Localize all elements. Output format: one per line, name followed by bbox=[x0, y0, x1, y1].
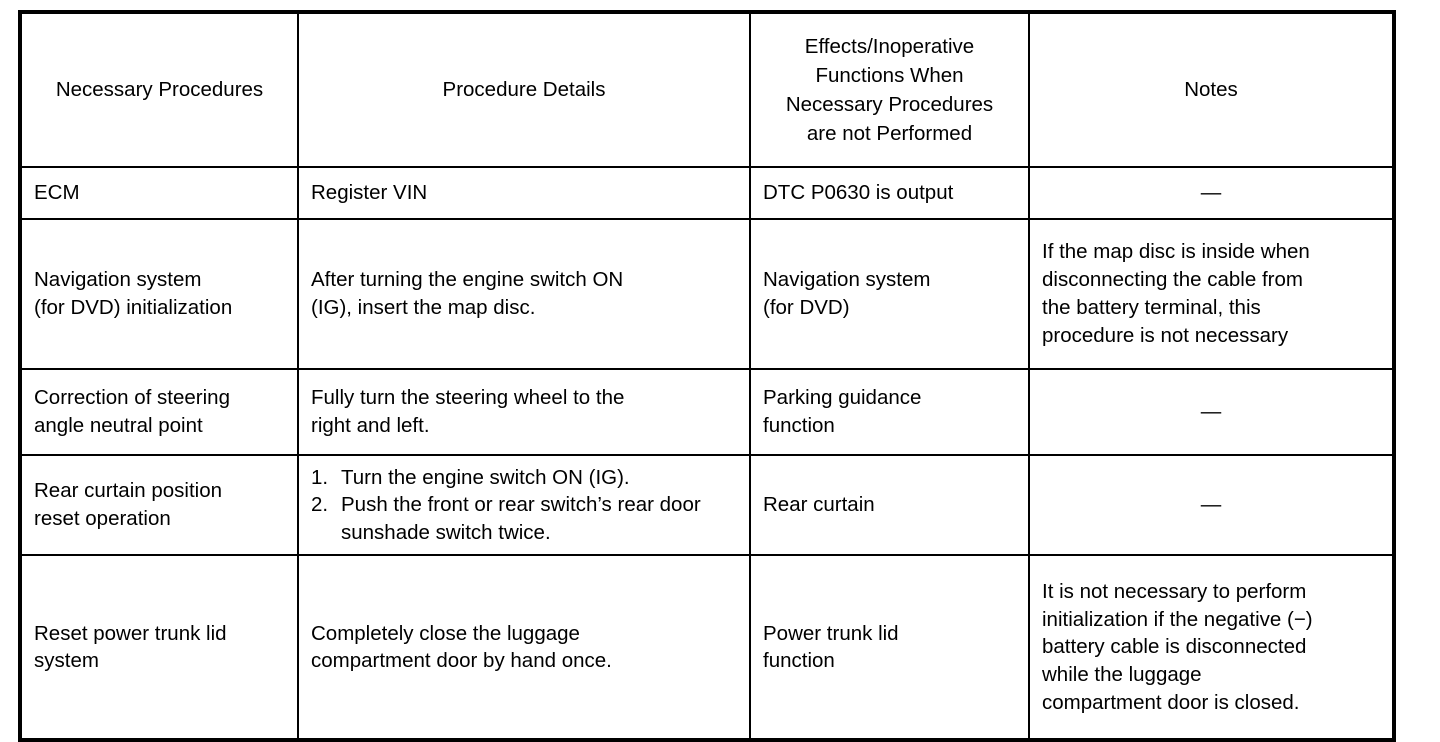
cell-notes-rear-curtain: — bbox=[1028, 453, 1395, 557]
cell-details-ecm: Register VIN bbox=[297, 166, 751, 220]
necessary-procedures-table: Necessary Procedures Procedure Details E… bbox=[18, 10, 1396, 742]
table-row: Reset power trunk lid system Completely … bbox=[19, 554, 1395, 742]
cell-details-navigation: After turning the engine switch ON (IG),… bbox=[297, 218, 751, 370]
cell-notes-steering-angle: — bbox=[1028, 368, 1395, 456]
column-header-necessary-procedures: Necessary Procedures bbox=[19, 11, 299, 168]
document-page: Necessary Procedures Procedure Details E… bbox=[18, 10, 1396, 742]
procedure-trunk-line-1: Reset power trunk lid bbox=[34, 621, 227, 645]
procedure-rear-curtain-line-1: Rear curtain position bbox=[34, 479, 223, 503]
notes-trunk-line-3: battery cable is disconnected bbox=[1042, 635, 1307, 659]
details-navigation-line-2: (IG), insert the map disc. bbox=[311, 296, 536, 319]
notes-trunk-line-1: It is not necessary to perform bbox=[1042, 579, 1307, 603]
list-item: 1. Turn the engine switch ON (IG). bbox=[311, 464, 737, 491]
table-row: Navigation system (for DVD) initializati… bbox=[19, 218, 1395, 370]
cell-details-rear-curtain: 1. Turn the engine switch ON (IG). 2. Pu… bbox=[297, 453, 751, 557]
column-header-effects-line-2: Functions When bbox=[815, 63, 964, 87]
cell-effects-navigation: Navigation system (for DVD) bbox=[749, 218, 1030, 370]
cell-notes-ecm: — bbox=[1028, 166, 1395, 220]
table-row: Rear curtain position reset operation 1.… bbox=[19, 453, 1395, 557]
step-number-1: 1. bbox=[311, 466, 329, 489]
procedure-navigation-line-1: Navigation system bbox=[34, 268, 202, 292]
notes-navigation-line-1: If the map disc is inside when bbox=[1042, 240, 1310, 264]
notes-trunk-line-4: while the luggage bbox=[1042, 663, 1202, 687]
step-1-text-line-1: Turn the engine switch ON (IG). bbox=[341, 466, 630, 489]
cell-effects-ecm: DTC P0630 is output bbox=[749, 166, 1030, 220]
cell-details-power-trunk-lid: Completely close the luggage compartment… bbox=[297, 554, 751, 742]
details-trunk-line-2: compartment door by hand once. bbox=[311, 649, 612, 673]
procedure-rear-curtain-line-2: reset operation bbox=[34, 507, 171, 531]
cell-procedure-rear-curtain: Rear curtain position reset operation bbox=[19, 453, 299, 557]
column-header-effects-inoperative-functions: Effects/Inoperative Functions When Neces… bbox=[749, 11, 1030, 168]
column-header-procedure-details: Procedure Details bbox=[297, 11, 751, 168]
details-trunk-line-1: Completely close the luggage bbox=[311, 621, 580, 645]
details-steering-line-2: right and left. bbox=[311, 414, 430, 437]
table-header: Necessary Procedures Procedure Details E… bbox=[19, 11, 1395, 168]
cell-procedure-ecm: ECM bbox=[19, 166, 299, 220]
notes-navigation-line-4: procedure is not necessary bbox=[1042, 323, 1289, 347]
procedure-navigation-line-2: (for DVD) initialization bbox=[34, 296, 233, 319]
cell-notes-navigation: If the map disc is inside when disconnec… bbox=[1028, 218, 1395, 370]
procedure-step-list: 1. Turn the engine switch ON (IG). 2. Pu… bbox=[311, 464, 737, 546]
cell-notes-power-trunk-lid: It is not necessary to perform initializ… bbox=[1028, 554, 1395, 742]
cell-effects-rear-curtain: Rear curtain bbox=[749, 453, 1030, 557]
notes-trunk-line-2: initialization if the negative (−) bbox=[1042, 607, 1313, 631]
list-item: 2. Push the front or rear switch’s rear … bbox=[311, 491, 737, 546]
table-header-row: Necessary Procedures Procedure Details E… bbox=[19, 11, 1395, 168]
procedure-steering-line-1: Correction of steering bbox=[34, 386, 230, 410]
cell-effects-steering-angle: Parking guidance function bbox=[749, 368, 1030, 456]
step-2-text-line-1: Push the front or rear switch’s rear bbox=[341, 493, 654, 517]
cell-procedure-navigation: Navigation system (for DVD) initializati… bbox=[19, 218, 299, 370]
column-header-effects-line-4: are not Performed bbox=[806, 122, 973, 146]
cell-details-steering-angle: Fully turn the steering wheel to the rig… bbox=[297, 368, 751, 456]
effects-steering-line-1: Parking guidance bbox=[763, 386, 922, 410]
procedure-trunk-line-2: system bbox=[34, 649, 99, 673]
table-body: ECM Register VIN DTC P0630 is output — N… bbox=[19, 166, 1395, 742]
cell-procedure-steering-angle: Correction of steering angle neutral poi… bbox=[19, 368, 299, 456]
notes-navigation-line-2: disconnecting the cable from bbox=[1042, 268, 1303, 292]
details-steering-line-1: Fully turn the steering wheel to the bbox=[311, 386, 625, 410]
effects-trunk-line-2: function bbox=[763, 649, 835, 673]
details-navigation-line-1: After turning the engine switch ON bbox=[311, 268, 624, 292]
effects-navigation-line-1: Navigation system bbox=[763, 268, 931, 292]
procedure-steering-line-2: angle neutral point bbox=[34, 414, 203, 437]
step-number-2: 2. bbox=[311, 493, 329, 517]
step-2-text-line-2: door sunshade switch twice. bbox=[341, 493, 701, 544]
effects-steering-line-2: function bbox=[763, 414, 835, 437]
notes-navigation-line-3: the battery terminal, this bbox=[1042, 296, 1261, 319]
column-header-effects-line-3: Necessary Procedures bbox=[785, 93, 994, 116]
cell-procedure-power-trunk-lid: Reset power trunk lid system bbox=[19, 554, 299, 742]
effects-trunk-line-1: Power trunk lid bbox=[763, 621, 899, 645]
effects-navigation-line-2: (for DVD) bbox=[763, 296, 850, 319]
column-header-effects-line-1: Effects/Inoperative bbox=[804, 34, 975, 58]
notes-trunk-line-5: compartment door is closed. bbox=[1042, 691, 1300, 715]
cell-effects-power-trunk-lid: Power trunk lid function bbox=[749, 554, 1030, 742]
table-row: ECM Register VIN DTC P0630 is output — bbox=[19, 166, 1395, 220]
column-header-notes: Notes bbox=[1028, 11, 1395, 168]
table-row: Correction of steering angle neutral poi… bbox=[19, 368, 1395, 456]
